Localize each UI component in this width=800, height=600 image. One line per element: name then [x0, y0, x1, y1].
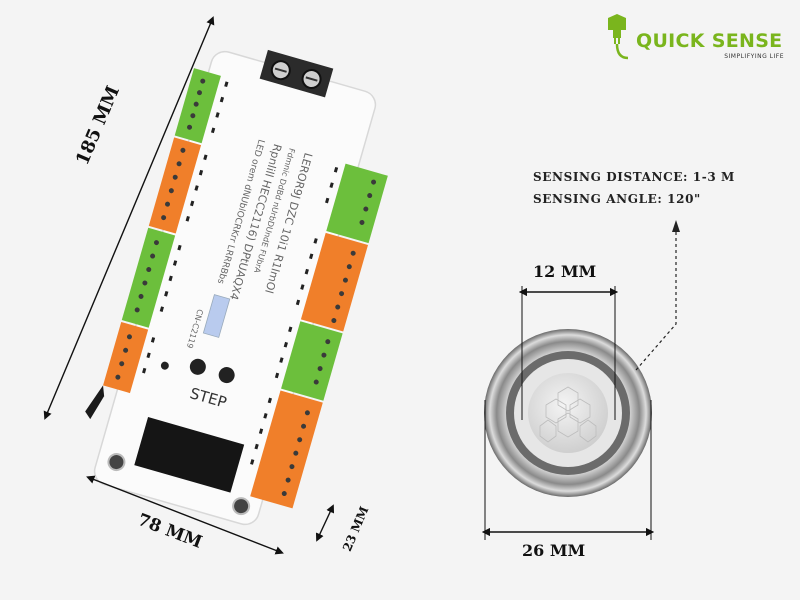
bottom-connector [134, 417, 245, 493]
length-dimension-line [43, 16, 215, 420]
callout-dashed-line [635, 230, 677, 371]
brand-name: QUICK SENSE [636, 30, 783, 52]
sensor-hole-label: 12 MM [533, 262, 597, 281]
callout-arrow [672, 220, 680, 232]
depth-dimension-line [315, 504, 335, 542]
mount-hole [107, 453, 126, 472]
lens-facets [539, 386, 597, 443]
led-controller-board: LEROR9J DZC 10i1 R1lmOl Fdmnic DdBd nUrb… [85, 49, 388, 526]
house-plug-icon [608, 14, 629, 60]
brand-logo: QUICK SENSE SIMPLIFYING LIFE [604, 14, 790, 64]
sensor-diameter-label: 26 MM [522, 541, 586, 560]
pir-sensor [484, 329, 652, 497]
sensing-angle-text: SENSING ANGLE: 120" [533, 192, 701, 206]
sensing-distance-text: SENSING DISTANCE: 1-3 M [533, 170, 735, 184]
power-terminal [259, 49, 334, 98]
width-dimension-line [86, 475, 284, 555]
brand-tagline: SIMPLIFYING LIFE [724, 53, 784, 60]
side-wire [85, 385, 105, 420]
